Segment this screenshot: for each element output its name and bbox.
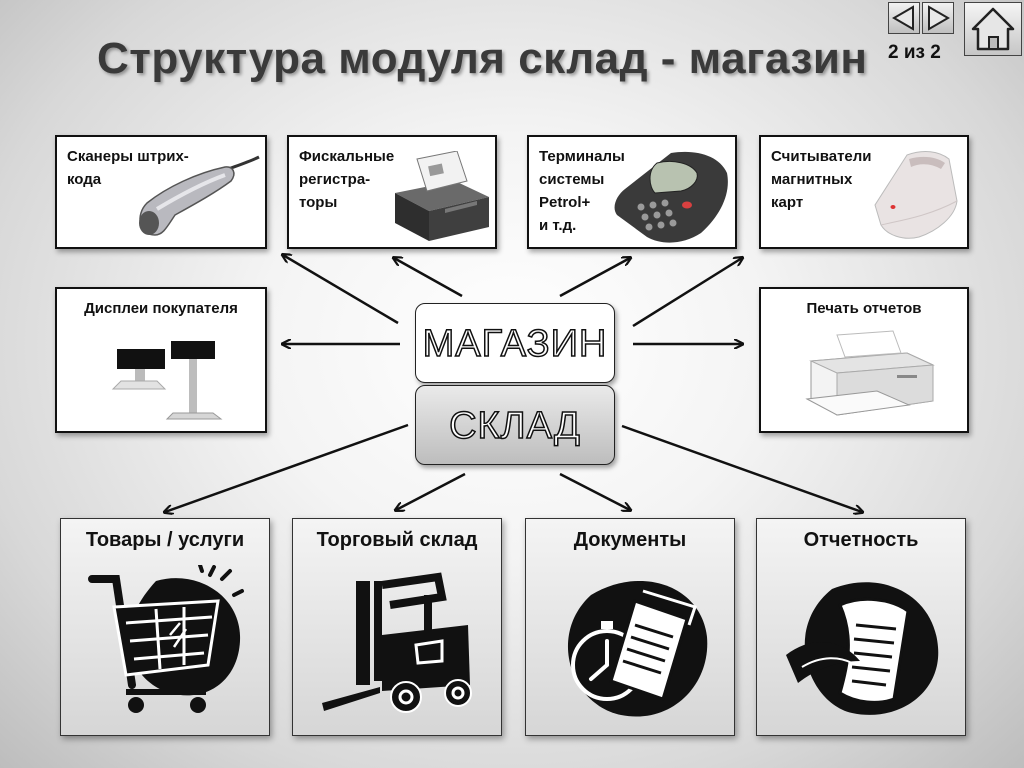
fiscal-printer-icon	[395, 151, 489, 241]
forklift-icon	[322, 572, 472, 713]
page-title: Структура модуля склад - магазин	[97, 34, 868, 83]
customer-displays-box: Дисплеи покупателя	[55, 287, 267, 433]
module-label: Отчетность	[803, 529, 919, 551]
shopping-cart-icon	[88, 565, 244, 713]
shop-node[interactable]: МАГАЗИН	[415, 303, 615, 383]
module-trade-warehouse[interactable]: Торговый склад	[292, 518, 502, 736]
home-button[interactable]	[964, 2, 1022, 56]
prev-slide-button[interactable]	[888, 2, 920, 34]
card-readers-box: Считыватели магнитных карт	[759, 135, 969, 249]
module-label: Торговый склад	[316, 529, 478, 551]
triangle-left-icon	[892, 5, 914, 31]
terminals-box: Терминалы системы Petrol+ и т.д.	[527, 135, 737, 249]
customer-displays-label: Дисплеи покупателя	[84, 300, 238, 317]
house-icon	[971, 7, 1015, 51]
module-reporting[interactable]: Отчетность	[756, 518, 966, 736]
barcode-scanner-icon	[139, 155, 260, 236]
module-documents[interactable]: Документы	[525, 518, 735, 736]
report-scroll-icon	[786, 582, 939, 715]
terminals-label: Терминалы системы Petrol+ и т.д.	[539, 148, 625, 234]
shop-node-label: МАГАЗИН	[422, 322, 608, 366]
warehouse-node-label: СКЛАД	[448, 404, 581, 448]
slide-counter: 2 из 2	[888, 42, 941, 63]
scanners-label: Сканеры штрих- кода	[67, 148, 189, 188]
magnetic-card-reader-icon	[874, 151, 958, 239]
payment-terminal-icon	[614, 151, 728, 243]
card-readers-label: Считыватели магнитных карт	[771, 148, 872, 211]
warehouse-node[interactable]: СКЛАД	[415, 385, 615, 465]
module-label: Товары / услуги	[85, 529, 245, 551]
module-label: Документы	[573, 529, 687, 551]
fiscal-label: Фискальные регистра- торы	[299, 148, 395, 211]
documents-clock-icon	[567, 580, 708, 717]
report-printing-label: Печать отчетов	[806, 300, 922, 317]
module-goods-services[interactable]: Товары / услуги	[60, 518, 270, 736]
triangle-right-icon	[928, 5, 950, 31]
customer-display-icon	[111, 341, 223, 420]
scanners-box: Сканеры штрих- кода	[55, 135, 267, 249]
fiscal-registers-box: Фискальные регистра- торы	[287, 135, 497, 249]
next-slide-button[interactable]	[922, 2, 954, 34]
report-printing-box: Печать отчетов	[759, 287, 969, 433]
laser-printer-icon	[805, 330, 935, 416]
